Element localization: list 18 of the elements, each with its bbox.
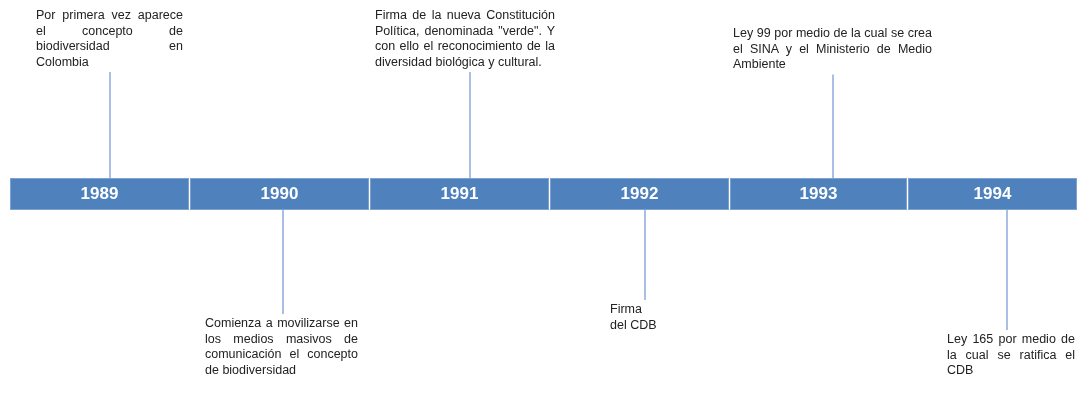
event-description: Firma de la nueva Constitución Política, denominada "verde". Y con ello el reconocimiento de la diversidad biológica y cultural. [375, 8, 555, 70]
year-segment: 1994 [908, 178, 1077, 210]
year-segment: 1991 [370, 178, 549, 210]
event-description: Comienza a movilizarse en los medios masivos de comunicación el concepto de biodiversidad [205, 316, 358, 378]
year-segment: 1989 [10, 178, 189, 210]
leader-line [109, 71, 111, 179]
leader-line [469, 71, 471, 179]
event-description: Por primera vez aparece el concepto de biodiversidad en Colombia [36, 8, 183, 70]
event-description: Ley 165 por medio de la cual se ratifica el CDB [947, 332, 1075, 379]
year-segment: 1993 [730, 178, 907, 210]
year-segment: 1992 [550, 178, 729, 210]
leader-line [1006, 209, 1008, 331]
leader-line [282, 209, 284, 315]
leader-line [832, 73, 834, 179]
event-description: Firma del CDB [610, 302, 662, 333]
event-description: Ley 99 por medio de la cual se crea el SINA y el Ministerio de Medio Ambiente [733, 26, 932, 73]
year-segment: 1990 [190, 178, 369, 210]
leader-line [644, 209, 646, 301]
